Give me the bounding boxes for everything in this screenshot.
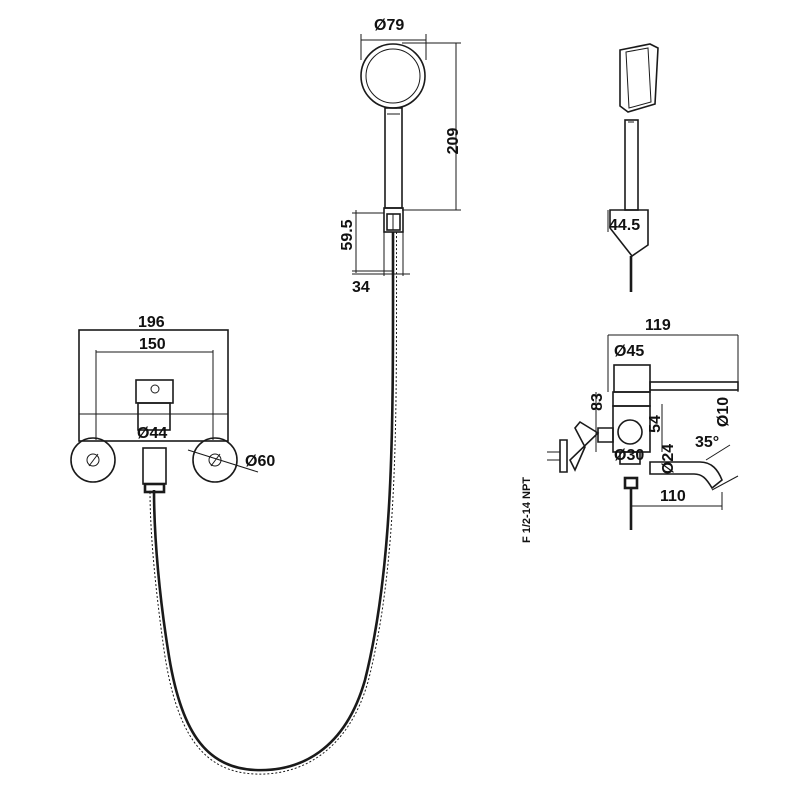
dim-holder-depth: 44.5: [609, 217, 640, 234]
mixer-side-view: [547, 334, 739, 530]
shower-hose: [152, 231, 395, 772]
dim-side-mid-height: 54: [647, 415, 664, 433]
dim-escutcheon-diameter: Ø60: [245, 453, 275, 470]
dim-mixer-centers: 150: [139, 336, 166, 353]
dim-holder-width: 34: [352, 279, 370, 296]
dim-handshower-head-diameter: Ø79: [374, 17, 404, 34]
mixer-front-view: [70, 329, 259, 494]
dim-mixer-overall-width: 196: [138, 314, 165, 331]
dim-holder-height: 59.5: [339, 219, 356, 250]
dim-spout-tube-diameter: Ø10: [715, 397, 732, 427]
dim-side-height: 83: [589, 393, 606, 411]
dim-side-projection: 119: [645, 317, 671, 334]
dim-inlet-thread: F 1/2-14 NPT: [521, 477, 533, 543]
dim-spout-reach: 110: [660, 488, 686, 505]
dim-connector-diameter: Ø30: [614, 447, 644, 464]
handshower-side-view: [607, 43, 659, 292]
dim-mixer-body-diameter: Ø44: [137, 425, 167, 442]
dim-side-body-diameter: Ø45: [614, 343, 644, 360]
handshower-front-view: [352, 34, 461, 276]
dim-handshower-length: 209: [445, 128, 462, 155]
dim-spout-diameter: Ø24: [660, 444, 677, 474]
dim-spout-angle: 35°: [695, 434, 719, 451]
